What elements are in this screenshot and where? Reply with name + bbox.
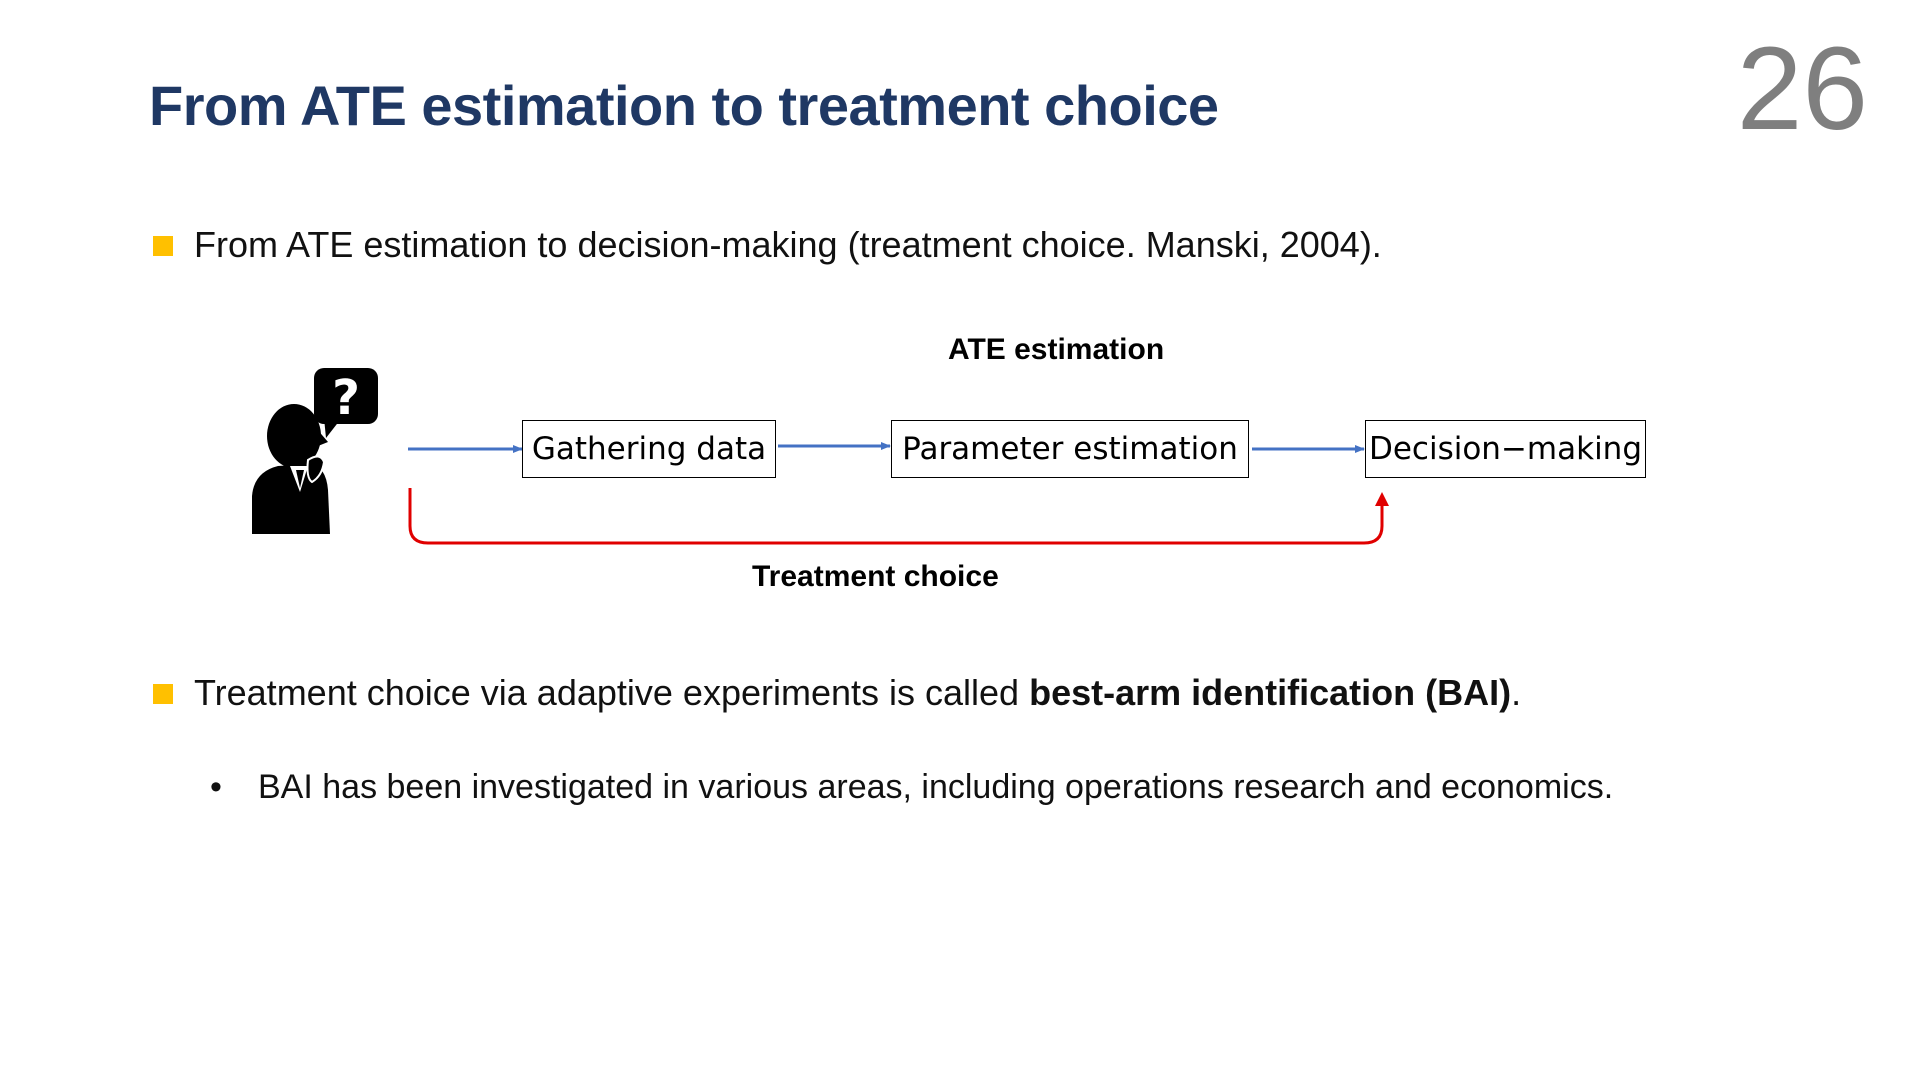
bullet-item: From ATE estimation to decision-making (… — [153, 224, 1553, 268]
bullet-text: From ATE estimation to decision-making (… — [194, 224, 1382, 265]
ate-estimation-label: ATE estimation — [948, 333, 1165, 366]
treatment-choice-label: Treatment choice — [752, 560, 999, 593]
decision-making-box: Decision−making — [1365, 420, 1646, 478]
bullet-text-prefix: Treatment choice via adaptive experiment… — [194, 672, 1030, 713]
sub-bullet-item: • BAI has been investigated in various a… — [210, 768, 1710, 812]
bullet-item: Treatment choice via adaptive experiment… — [153, 672, 1653, 716]
sub-bullet-marker: • — [210, 768, 222, 806]
bullet-text-bold: best-arm identification (BAI) — [1029, 672, 1512, 713]
page-number: 26 — [1736, 23, 1868, 155]
question-mark: ? — [332, 370, 360, 426]
bullet-square-icon — [153, 684, 173, 704]
bullet-text: Treatment choice via adaptive experiment… — [194, 672, 1521, 714]
thinking-person-icon: ? — [252, 368, 378, 534]
question-bubble-icon: ? — [314, 368, 378, 438]
slide-title: From ATE estimation to treatment choice — [149, 74, 1219, 137]
bullet-square-icon — [153, 236, 173, 256]
treatment-choice-arrow — [408, 488, 1384, 545]
gathering-data-box: Gathering data — [522, 420, 776, 478]
sub-bullet-text: BAI has been investigated in various are… — [258, 768, 1614, 806]
bullet-text-suffix: . — [1511, 672, 1522, 713]
parameter-estimation-box: Parameter estimation — [891, 420, 1249, 478]
